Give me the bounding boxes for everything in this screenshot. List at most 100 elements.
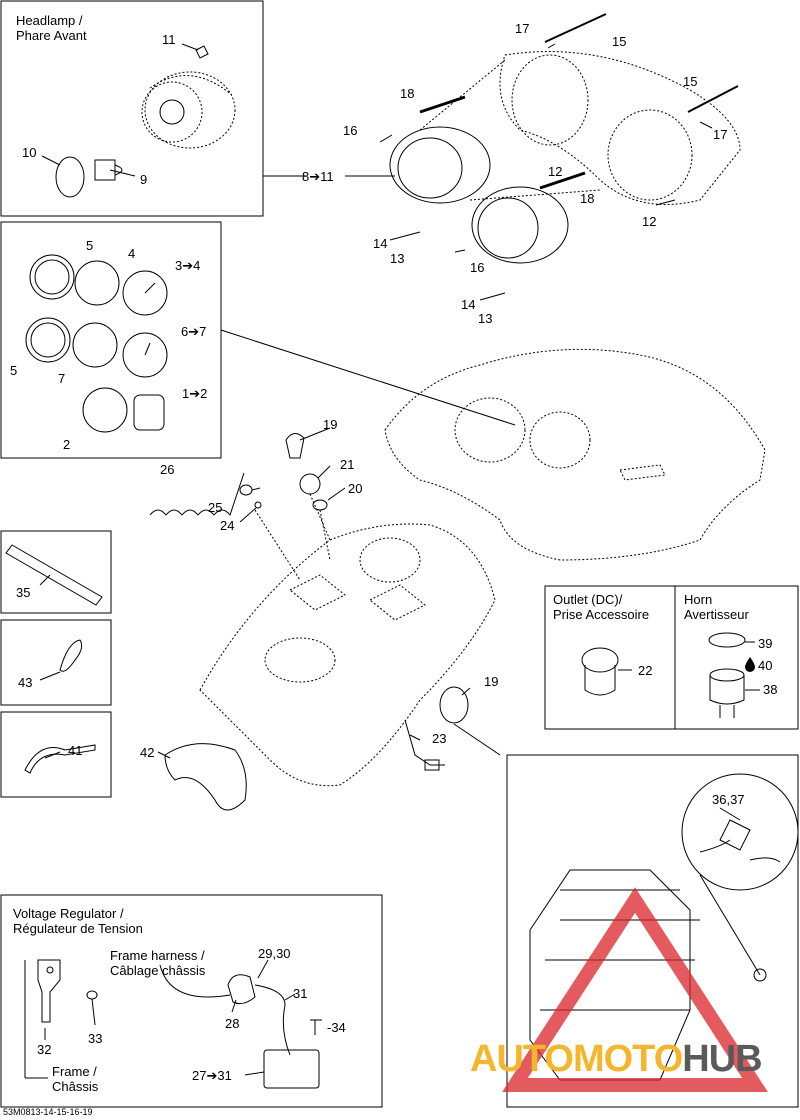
callout-13-lower: 13	[478, 311, 492, 326]
part-4-lens	[74, 260, 120, 306]
part-19-cap	[285, 433, 305, 459]
callout-35: 35	[16, 585, 30, 600]
headlamp-housing	[419, 51, 741, 205]
callout-3-4: 3➔4	[175, 258, 200, 273]
watermark-part3: HUB	[682, 1038, 762, 1080]
dash-cover	[384, 348, 766, 561]
callout-16-lower: 16	[470, 260, 484, 275]
gauges-panel	[0, 221, 222, 459]
horn-title-line2: Avertisseur	[684, 607, 749, 622]
callout-10: 10	[22, 145, 36, 160]
drop-icon	[745, 657, 755, 672]
callout-13-upper: 13	[390, 251, 404, 266]
headlamp-assembly	[141, 71, 236, 149]
part-39-ring	[708, 632, 746, 648]
callout-1-2: 1➔2	[182, 386, 207, 401]
headlamp-title: Headlamp / Phare Avant	[16, 13, 87, 43]
callout-23: 23	[432, 731, 446, 746]
callout-38: 38	[763, 682, 777, 697]
callout-28: 28	[225, 1016, 239, 1031]
callout-18-lower: 18	[580, 191, 594, 206]
part-19-key-switch	[439, 686, 469, 724]
callout-5-upper: 5	[86, 238, 93, 253]
regulator-title-line1: Voltage Regulator /	[13, 906, 124, 921]
callout-8-11: 8➔11	[302, 169, 334, 184]
outlet-title-line2: Prise Accessoire	[553, 607, 650, 622]
callout-22: 22	[638, 663, 652, 678]
part-7-lens	[72, 322, 118, 368]
headlamp-unit-upper	[389, 126, 491, 204]
regulator-title: Voltage Regulator / Régulateur de Tensio…	[13, 906, 143, 936]
callout-4: 4	[128, 246, 135, 261]
callout-19-lower: 19	[484, 674, 498, 689]
part-1-display	[133, 394, 165, 431]
callout-17-upper: 17	[515, 21, 529, 36]
central-console	[199, 523, 496, 787]
watermark-part2: MOTO	[572, 1038, 683, 1080]
part43-panel	[0, 619, 112, 706]
part-42-bracket	[164, 743, 247, 811]
spring-18-upper	[419, 95, 466, 114]
part-5-ring-upper	[29, 254, 75, 300]
headlamp-unit-lower	[471, 186, 569, 264]
callout-29-30: 29,30	[258, 946, 291, 961]
headlamp-title-line1: Headlamp /	[16, 13, 83, 28]
callout-36-37: 36,37	[712, 792, 745, 807]
frame-harness-line1: Frame harness /	[110, 948, 205, 963]
callout-18-upper: 18	[400, 86, 414, 101]
callout-41: 41	[68, 743, 82, 758]
callout-42: 42	[140, 745, 154, 760]
horn-title-line1: Horn	[684, 592, 713, 607]
regulator-panel	[0, 894, 383, 1108]
part-25-grommet	[239, 484, 253, 496]
part-27-regulator	[263, 1049, 320, 1089]
callout-16-upper: 16	[343, 123, 357, 138]
part-41-cable-tie	[24, 744, 96, 774]
callout-40: 40	[758, 658, 772, 673]
footer-code: 53M0813-14-15-16-19	[3, 1107, 93, 1117]
part-3-gauge	[122, 270, 168, 316]
connector-detail-circle	[681, 773, 799, 891]
frame-harness-wire	[159, 964, 231, 998]
watermark-logo: AUTOMOTOHUB	[470, 1038, 763, 1081]
callout-21: 21	[340, 457, 354, 472]
part-28-connector	[227, 974, 256, 1005]
frame-label: Frame / Châssis	[52, 1064, 98, 1094]
headlamp-panel	[0, 0, 264, 217]
bulb-socket-drawing	[159, 99, 185, 125]
watermark-part1: AUTO	[470, 1038, 574, 1080]
callout-39: 39	[758, 636, 772, 651]
part-36-37-connector	[699, 819, 781, 863]
part-9-bulb	[94, 159, 123, 181]
part-10-ring	[55, 156, 85, 198]
outlet-title: Outlet (DC)/ Prise Accessoire	[553, 592, 649, 622]
part-32-frame	[37, 959, 61, 1023]
part-23-connector	[404, 719, 445, 766]
callout-24: 24	[220, 518, 234, 533]
part-11-clip	[195, 45, 209, 59]
callout-14-lower: 14	[461, 297, 475, 312]
horn-title: Horn Avertisseur	[684, 592, 749, 622]
callout-26: 26	[160, 462, 174, 477]
bolt-15-upper	[544, 13, 607, 43]
callout-43: 43	[18, 675, 32, 690]
callout-33: 33	[88, 1031, 102, 1046]
regulator-title-line2: Régulateur de Tension	[13, 921, 143, 936]
headlamp-title-line2: Phare Avant	[16, 28, 87, 43]
engine-panel	[506, 754, 799, 1108]
part-6-gauge	[122, 332, 168, 378]
frame-label-line2: Châssis	[52, 1079, 99, 1094]
callout-27-31: 27➔31	[192, 1068, 232, 1083]
frame-harness-label: Frame harness / Câblage châssis	[110, 948, 205, 978]
callout-15-lower: 15	[683, 74, 697, 89]
watermark-triangle	[502, 887, 768, 1092]
part-22-outlet	[581, 647, 619, 673]
outlet-title-line1: Outlet (DC)/	[553, 592, 623, 607]
spring-18-lower	[539, 171, 586, 190]
part-21-switch	[299, 473, 321, 495]
callout-2: 2	[63, 437, 70, 452]
callout-6-7: 6➔7	[181, 324, 206, 339]
callout-31: 31	[293, 986, 307, 1001]
callout-15-upper: 15	[612, 34, 626, 49]
